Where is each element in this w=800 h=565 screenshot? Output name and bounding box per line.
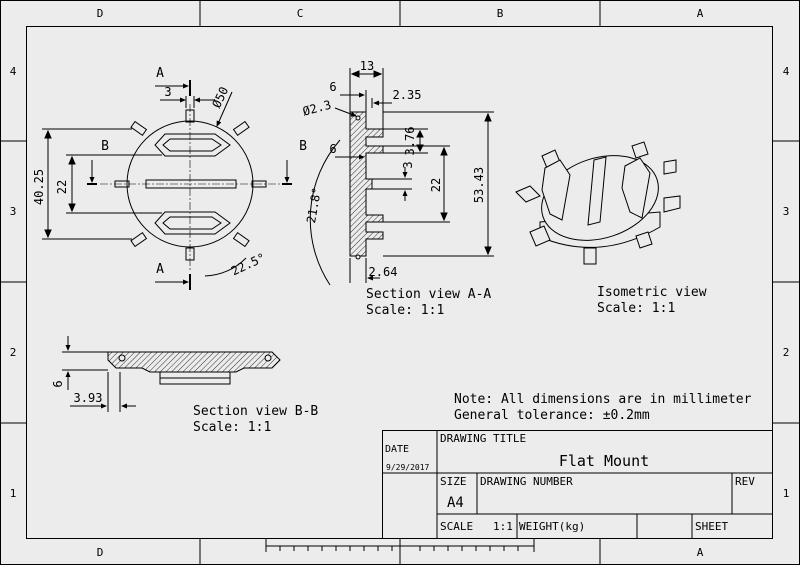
note-units: Note: All dimensions are in millimeter	[454, 392, 752, 407]
isometric-tabs	[515, 141, 681, 265]
zone-col-top-3: B	[497, 7, 504, 20]
section-a-dim-53-43: 53.43	[472, 167, 486, 203]
title-block-text: DATE 9/29/2017 DRAWING TITLE Flat Mount …	[385, 432, 755, 533]
section-b-title: Section view B-B	[193, 404, 318, 419]
zone-col-bottom-4: A	[697, 546, 704, 559]
section-a-dim-6-top: 6	[329, 80, 336, 94]
zone-row-right-2: 3	[783, 205, 790, 218]
general-notes: Note: All dimensions are in millimeter G…	[454, 392, 752, 423]
weight-label: WEIGHT(kg)	[519, 520, 585, 533]
zone-row-right-1: 4	[783, 65, 790, 78]
isometric-center-bar	[587, 156, 607, 226]
bottom-ruler	[265, 539, 535, 552]
front-view-tabs	[114, 109, 267, 261]
front-view-cut-b-right: B	[299, 139, 307, 154]
front-view-lower-slot	[154, 211, 231, 235]
size-label: SIZE	[440, 475, 467, 488]
section-a-view	[309, 68, 494, 286]
drawing-number-label: DRAWING NUMBER	[480, 475, 573, 488]
section-a-dim-angle: 21.8°	[304, 186, 324, 224]
front-view-dim-diameter: Ø50	[209, 85, 231, 111]
section-b-scale: Scale: 1:1	[193, 420, 271, 435]
isometric-view	[515, 141, 681, 265]
front-view-dim-40-25: 40.25	[32, 169, 46, 205]
front-view	[42, 80, 292, 290]
section-b-dim-3-93: 3.93	[74, 391, 103, 405]
isometric-left-slot	[541, 159, 571, 221]
zone-row-left-1: 4	[10, 65, 17, 78]
zone-row-left-2: 3	[10, 205, 17, 218]
front-view-cut-b-left: B	[101, 139, 109, 154]
zone-row-left-3: 2	[10, 346, 17, 359]
front-view-dim-angle: 22.5°	[229, 250, 268, 278]
note-tolerance: General tolerance: ±0.2mm	[454, 408, 650, 423]
zone-labels: D C B A D A 4 3 2 1 4 3 2 1	[10, 7, 790, 559]
date-label: DATE	[385, 444, 409, 455]
section-a-dim-2-64: 2.64	[369, 265, 398, 279]
isometric-title: Isometric view	[597, 285, 707, 300]
drawing-title: Flat Mount	[559, 452, 649, 470]
title-block	[382, 430, 773, 539]
zone-col-bottom-1: D	[97, 546, 104, 559]
section-a-dim-22: 22	[429, 178, 443, 192]
front-view-dim-22: 22	[55, 180, 69, 194]
date-value: 9/29/2017	[386, 463, 430, 472]
sheet-label: SHEET	[695, 520, 728, 533]
zone-col-top-2: C	[297, 7, 304, 20]
size-value: A4	[447, 495, 464, 511]
isometric-right-slot	[621, 157, 651, 219]
zone-col-top-1: D	[97, 7, 104, 20]
scale-label: SCALE	[440, 520, 473, 533]
front-view-cut-a-bottom: A	[156, 262, 164, 277]
section-b-dim-6: 6	[51, 380, 65, 387]
drawing-title-label: DRAWING TITLE	[440, 432, 526, 445]
front-view-cut-a-top: A	[156, 66, 164, 81]
front-view-dim-3: 3	[164, 85, 171, 99]
front-view-upper-slot	[154, 133, 231, 157]
section-a-scale: Scale: 1:1	[366, 303, 444, 318]
zone-col-top-4: A	[697, 7, 704, 20]
section-a-dim-6-mid: 6	[329, 142, 336, 156]
section-a-title: Section view A-A	[366, 287, 491, 302]
zone-row-right-4: 1	[783, 487, 790, 500]
zone-row-left-4: 1	[10, 487, 17, 500]
scale-value: 1:1	[493, 520, 513, 533]
section-a-dim-2-35: 2.35	[393, 88, 422, 102]
section-a-dim-3: 3	[401, 161, 415, 168]
rev-label: REV	[735, 475, 755, 488]
section-a-dim-3-76: 3.76	[403, 127, 417, 156]
section-b-view	[62, 336, 281, 412]
section-a-annotations: 13 6 2.35 Ø2.3 6 3.76 3 22 53.43 21.8° 2…	[301, 59, 491, 318]
section-b-profile	[107, 351, 281, 373]
isometric-scale: Scale: 1:1	[597, 301, 675, 316]
front-view-annotations: A A B B 3 Ø50 40.25 22 22.5°	[32, 66, 307, 278]
section-a-dim-13: 13	[360, 59, 374, 73]
isometric-annotations: Isometric view Scale: 1:1	[597, 285, 707, 316]
zone-row-right-3: 2	[783, 346, 790, 359]
section-a-dim-diameter: Ø2.3	[301, 98, 333, 119]
section-b-annotations: 6 3.93 Section view B-B Scale: 1:1	[51, 380, 318, 435]
section-a-profile	[349, 111, 384, 257]
